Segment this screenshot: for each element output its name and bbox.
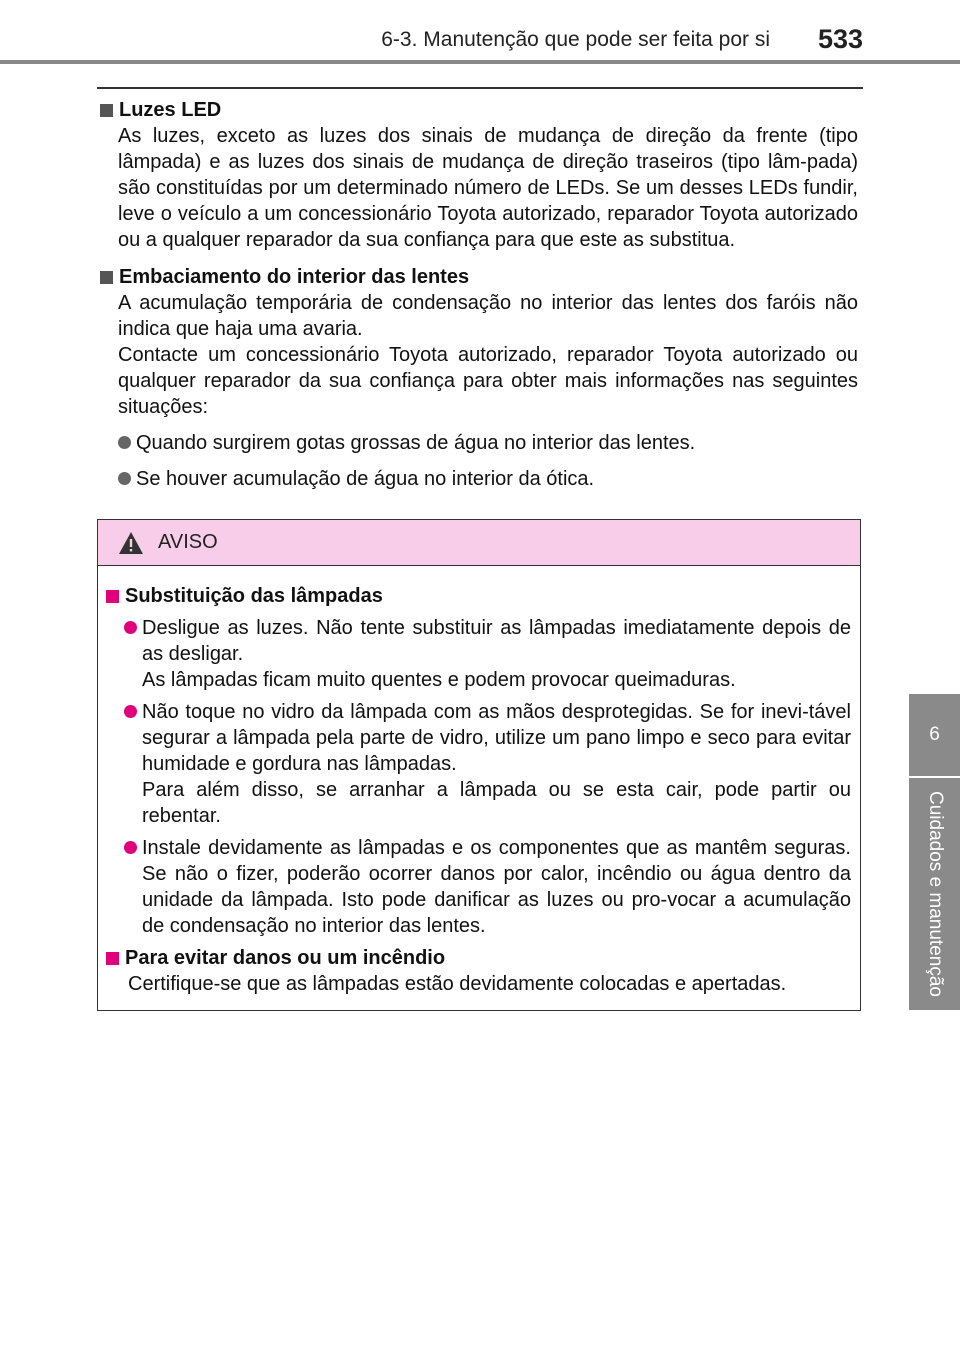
square-bullet-icon (106, 951, 119, 965)
section-text: A acumulação temporária de condensação n… (118, 292, 858, 340)
header-title: 6-3. Manutenção que pode ser feita por s… (381, 28, 770, 51)
chapter-tab-label[interactable]: Cuidados e manutenção (909, 778, 960, 1010)
content-rule (97, 87, 863, 89)
section-title: Luzes LED (119, 99, 222, 121)
warning-triangle-icon (119, 531, 143, 554)
main-content: Luzes LED As luzes, exceto as luzes dos … (98, 94, 858, 492)
warning-body: Substituição das lâmpadas Desligue as lu… (98, 566, 860, 997)
warning-box: AVISO Substituição das lâmpadas Desligue… (97, 519, 861, 1011)
round-bullet-icon (124, 621, 137, 634)
chapter-tab-label-text: Cuidados e manutenção (924, 791, 946, 997)
list-item: Se houver acumulação de água no interior… (118, 466, 858, 492)
warning-heading-bulbs: Substituição das lâmpadas (104, 583, 851, 609)
chapter-tab-number[interactable]: 6 (909, 694, 960, 776)
warning-header: AVISO (98, 520, 860, 566)
section-title: Embaciamento do interior das lentes (119, 266, 470, 288)
round-bullet-icon (118, 472, 131, 485)
header-rule (0, 60, 960, 64)
warning-heading-fire: Para evitar danos ou um incêndio (104, 945, 851, 971)
list-item: Desligue as luzes. Não tente substituir … (124, 615, 851, 693)
round-bullet-icon (118, 436, 131, 449)
round-bullet-icon (124, 841, 137, 854)
warning-title: AVISO (158, 531, 218, 553)
round-bullet-icon (124, 705, 137, 718)
section-text: As luzes, exceto as luzes dos sinais de … (118, 125, 858, 251)
square-bullet-icon (106, 589, 119, 603)
page-number: 533 (818, 24, 864, 54)
section-heading-fog: Embaciamento do interior das lentes (98, 264, 858, 290)
square-bullet-icon (100, 103, 113, 117)
section-heading-led: Luzes LED (98, 97, 858, 123)
section-text: Contacte um concessionário Toyota autori… (118, 344, 858, 418)
list-item: Instale devidamente as lâmpadas e os com… (124, 835, 851, 939)
list-item: Não toque no vidro da lâmpada com as mão… (124, 699, 851, 829)
square-bullet-icon (100, 270, 113, 284)
list-item: Quando surgirem gotas grossas de água no… (118, 430, 858, 456)
warning-text: Certifique-se que as lâmpadas estão devi… (128, 973, 787, 995)
